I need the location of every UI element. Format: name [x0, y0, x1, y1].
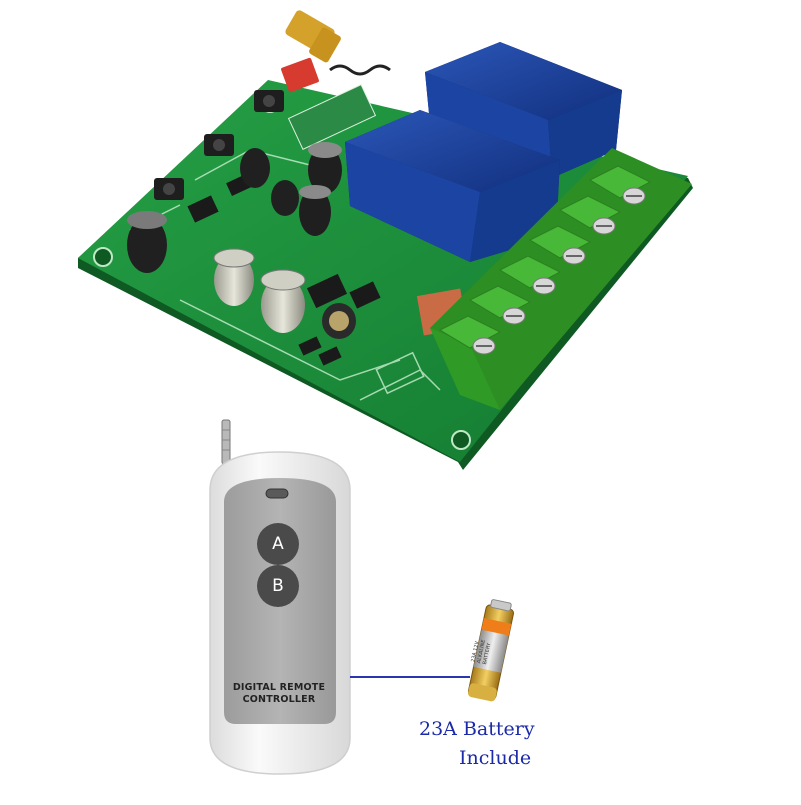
battery-23a [467, 599, 514, 702]
terminal-block [430, 148, 692, 410]
remote-antenna [221, 419, 231, 465]
ic-chips [187, 174, 381, 366]
tactile-switches [154, 90, 284, 200]
mounting-hole [93, 247, 113, 267]
remote-panel-text: DIGITAL REMOTE CONTROLLER [226, 682, 332, 706]
led-indicator [265, 488, 289, 499]
sma-antenna-connector [285, 10, 341, 63]
button-b-label: B [272, 576, 284, 596]
caption-line-2: Include [459, 747, 532, 769]
button-a[interactable] [257, 523, 299, 565]
mounting-hole [451, 430, 471, 450]
dip-switch [281, 57, 319, 93]
rf-module [287, 84, 377, 150]
remote-control [209, 419, 351, 775]
remote-panel-line1: DIGITAL REMOTE [232, 682, 326, 693]
button-a-label: A [272, 534, 284, 554]
relay-receiver-board [78, 10, 693, 470]
capacitors [127, 142, 356, 339]
caption-line-1: 23A Battery [419, 718, 535, 740]
antenna-coil [329, 64, 391, 76]
button-b[interactable] [257, 565, 299, 607]
remote-panel-line2: CONTROLLER [242, 694, 316, 705]
